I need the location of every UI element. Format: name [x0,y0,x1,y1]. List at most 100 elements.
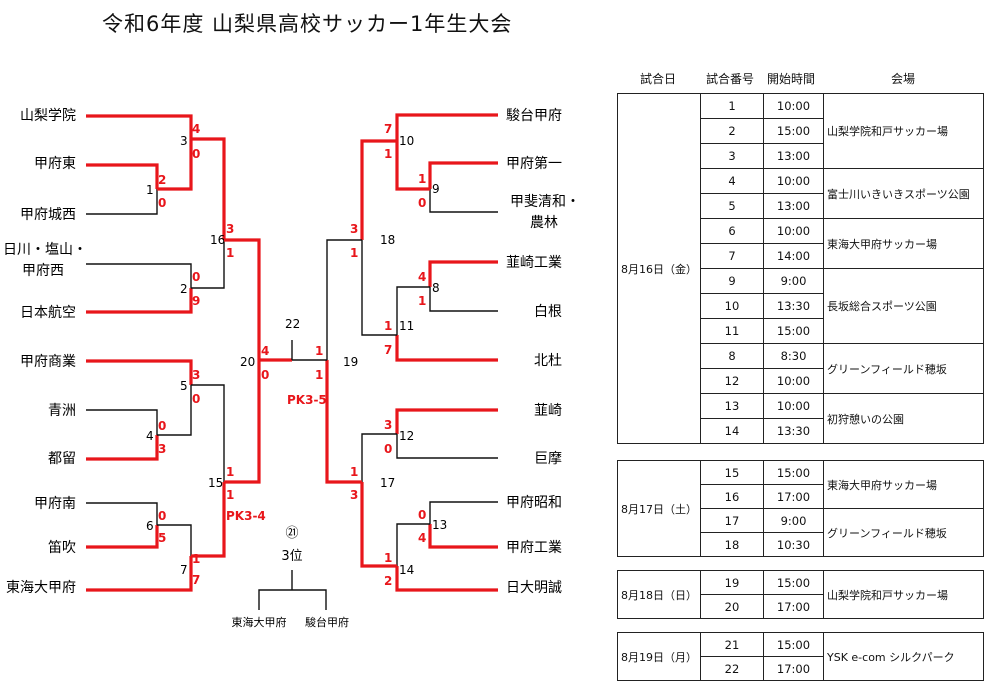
score: 1 [384,147,392,161]
bracket-line [395,113,498,141]
bracket-line [86,189,158,215]
third-place-number: ㉑ [285,526,298,541]
match-number: 15 [208,476,223,490]
bracket-line [86,409,158,435]
team-name-left: 甲府城西 [20,207,76,223]
bracket-line [86,435,159,461]
bracket-line [395,141,430,191]
score: 0 [192,270,200,284]
bracket-line [191,240,225,289]
score: 4 [418,531,426,545]
score: 5 [158,531,166,545]
venue-cell: 東海大甲府サッカー場 [823,460,984,509]
score: 3 [158,442,166,456]
bracket-line [86,114,193,139]
venue-cell: 富士川いきいきスポーツ公園 [823,168,984,219]
bracket-line [191,482,226,558]
bracket-line [396,434,498,459]
match-number-cell: 11 [700,318,764,344]
team-name-left: 東海大甲府 [6,580,76,596]
team-name-left: 甲府西 [22,263,64,279]
start-time-cell: 8:30 [763,343,824,369]
match-number-cell: 20 [700,594,764,619]
score: 1 [418,294,426,308]
bracket-line [395,408,498,434]
team-name-right: 甲府工業 [506,540,562,556]
score: 4 [192,122,200,136]
match-number: 8 [432,281,440,295]
start-time-cell: 13:30 [763,418,824,444]
score: 3 [384,418,392,432]
bracket-line [429,189,498,213]
score: 1 [384,551,392,565]
match-number-cell: 10 [700,293,764,319]
score: 1 [315,344,323,358]
bracket-line [157,385,192,436]
match-number-cell: 5 [700,193,764,219]
score: 0 [158,419,166,433]
team-name-left: 笛吹 [48,540,76,556]
bracket-line [428,524,498,549]
match-number-cell: 12 [700,368,764,394]
bracket-line [429,287,498,312]
match-number: 17 [380,476,395,490]
match-number-cell: 8 [700,343,764,369]
score: 3 [226,222,234,236]
score: 0 [192,392,200,406]
match-number: 10 [399,134,414,148]
match-number-cell: 18 [700,532,764,557]
header-date: 試合日 [640,72,677,86]
score: 7 [192,573,200,587]
score: 1 [384,319,392,333]
venue-cell: グリーンフィールド穂坂 [823,343,984,394]
third-place-label: 3位 [281,549,302,564]
team-name-left: 都留 [48,451,76,467]
score: 9 [192,294,200,308]
score: 2 [158,173,166,187]
team-name-right: 甲斐清和・ [510,194,580,210]
start-time-cell: 13:00 [763,193,824,219]
match-date: 8月17日（土） [617,460,701,557]
match-number: 9 [432,182,440,196]
score: 3 [350,222,358,236]
team-name-left: 山梨学院 [20,108,76,124]
match-number: 1 [146,183,154,197]
start-time-cell: 15:00 [763,318,824,344]
match-number: 12 [399,429,414,443]
start-time-cell: 10:00 [763,218,824,244]
score: 0 [158,509,166,523]
bracket-line [191,137,226,240]
team-name-right: 白根 [534,304,562,320]
match-number: 14 [399,563,414,577]
score: 1 [226,488,234,502]
bracket-line [428,260,498,287]
match-number-cell: 3 [700,143,764,169]
match-number: 19 [343,355,358,369]
match-number-cell: 14 [700,418,764,444]
match-number-cell: 22 [700,656,764,681]
score: 2 [384,574,392,588]
start-time-cell: 9:00 [763,268,824,294]
bracket-line [361,240,397,336]
third-place-team: 駿台甲府 [305,615,349,629]
team-name-right: 韮崎工業 [506,255,562,271]
venue-cell: 山梨学院和戸サッカー場 [823,93,984,169]
match-number: 3 [180,134,188,148]
tournament-bracket: 山梨学院甲府東甲府城西日川・塩山・甲府西日本航空甲府商業青洲都留甲府南笛吹東海大… [3,108,580,629]
bracket-line [86,525,159,549]
bracket-line [86,502,158,525]
start-time-cell: 10:00 [763,93,824,119]
start-time-cell: 15:00 [763,460,824,485]
bracket-line [86,288,193,314]
score: 7 [384,343,392,357]
